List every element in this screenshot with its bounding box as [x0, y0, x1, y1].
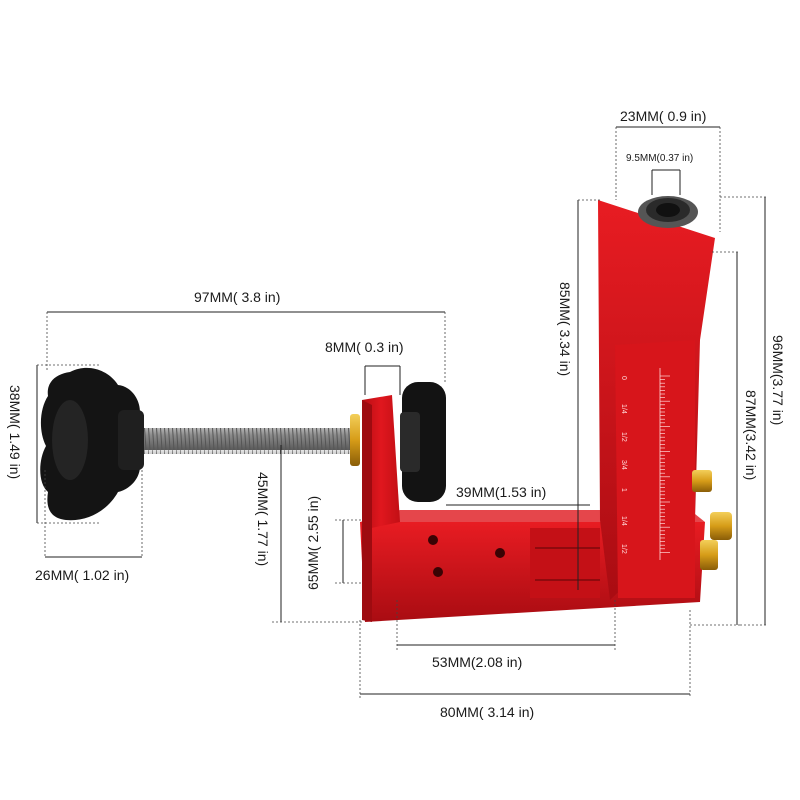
scale-ticks: 0 1/4 1/2 3/4 1 1/4 1/2 [620, 375, 670, 554]
label-side-height: 87MM(3.42 in) [743, 390, 759, 480]
scale-label: 1/2 [620, 432, 627, 442]
label-total-height: 96MM(3.77 in) [770, 335, 786, 425]
label-total-length: 80MM( 3.14 in) [440, 704, 534, 720]
label-knob-height: 38MM( 1.49 in) [7, 385, 23, 479]
label-jaw-height: 45MM( 1.77 in) [255, 472, 271, 566]
scale-label: 3/4 [620, 460, 627, 470]
scale-label: 1 [620, 488, 627, 492]
label-jaw-gap: 8MM( 0.3 in) [325, 339, 404, 355]
scale-label: 0 [620, 376, 627, 380]
star-knob [40, 367, 144, 521]
base-hole [495, 548, 505, 558]
label-guide-height: 85MM( 3.34 in) [557, 282, 573, 376]
brass-screw [700, 512, 732, 570]
label-base-inner-height: 65MM( 2.55 in) [305, 496, 321, 590]
scale-label: 1/2 [620, 544, 627, 554]
threaded-rod [140, 428, 360, 454]
dimension-labels: 23MM( 0.9 in) 9.5MM(0.37 in) 97MM( 3.8 i… [7, 108, 786, 720]
dimension-lines [36, 126, 768, 698]
label-screw-length: 97MM( 3.8 in) [194, 289, 280, 305]
guide-face [615, 340, 695, 598]
jaw-upright-side [362, 400, 372, 622]
base-hole [433, 567, 443, 577]
brass-nut [350, 414, 360, 466]
base-hole [428, 535, 438, 545]
label-base-inner-length: 53MM(2.08 in) [432, 654, 522, 670]
clamp-pad [400, 382, 446, 502]
label-hole-width: 9.5MM(0.37 in) [626, 153, 693, 164]
label-clamp-depth: 39MM(1.53 in) [456, 484, 546, 500]
label-knob-width: 26MM( 1.02 in) [35, 567, 129, 583]
scale-label: 1/4 [620, 516, 627, 526]
clamp-jig: 0 1/4 1/2 3/4 1 1/4 1/2 [40, 196, 732, 622]
brass-screw [692, 470, 712, 492]
base-slot [530, 528, 600, 598]
scale-label: 1/4 [620, 404, 627, 414]
label-top-width: 23MM( 0.9 in) [620, 108, 706, 124]
